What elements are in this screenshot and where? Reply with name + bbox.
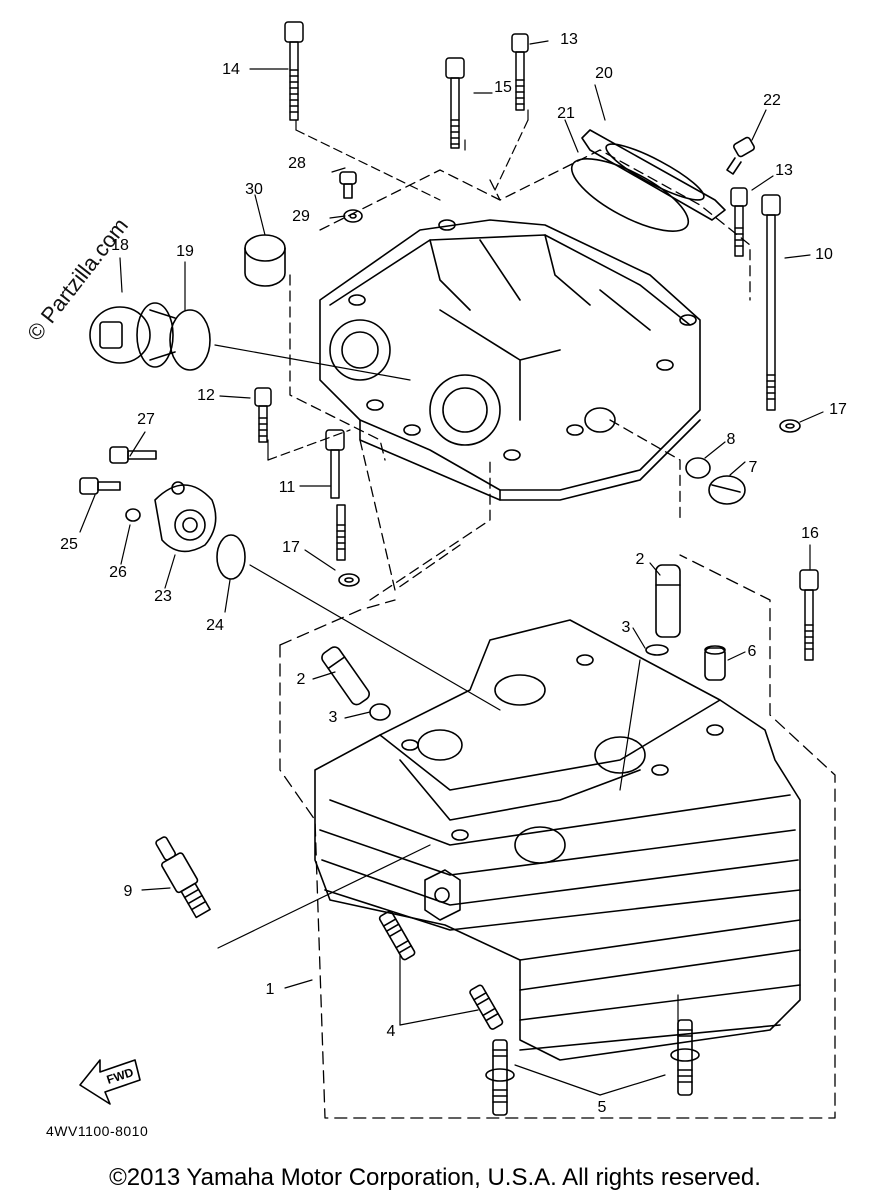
collar-30 (244, 234, 286, 287)
fwd-arrow-icon (79, 1059, 141, 1105)
washer-26 (125, 508, 141, 522)
callout-3-right: 3 (621, 619, 631, 636)
callout-23: 23 (154, 588, 172, 605)
valve-guide-2-left (321, 646, 370, 706)
washer-17-right (779, 419, 801, 433)
callout-12: 12 (197, 387, 215, 404)
callout-21: 21 (557, 105, 575, 122)
bolt-14 (284, 21, 304, 121)
callout-13-right: 13 (775, 162, 793, 179)
callout-11: 11 (278, 479, 296, 496)
callout-14: 14 (222, 61, 240, 78)
callout-8: 8 (726, 431, 736, 448)
gasket-21 (570, 158, 690, 232)
circlip-3-left (369, 703, 391, 721)
bolt-25 (79, 477, 121, 495)
callout-17-left: 17 (282, 539, 300, 556)
callout-29: 29 (292, 208, 310, 225)
stud-5-right (670, 1019, 700, 1096)
leader-lines (79, 40, 824, 1096)
callout-3-left: 3 (328, 709, 338, 726)
bolt-22 (726, 136, 755, 175)
callout-28: 28 (288, 155, 306, 172)
o-ring-8 (685, 457, 711, 479)
callout-17-right: 17 (829, 401, 847, 418)
callout-25: 25 (60, 536, 78, 553)
assembly-outline-cylinder-head (279, 554, 836, 1119)
plug-7 (708, 475, 746, 505)
callout-19: 19 (176, 243, 194, 260)
plug-18 (89, 302, 176, 368)
callout-18: 18 (111, 237, 129, 254)
callout-20: 20 (595, 65, 613, 82)
valve-guide-2-right (655, 564, 681, 638)
bolt-10 (761, 194, 781, 411)
bolt-16 (799, 569, 819, 661)
callout-24: 24 (206, 617, 224, 634)
bolt-12 (254, 387, 272, 443)
bolt-28 (339, 171, 357, 199)
bolt-27 (109, 446, 157, 464)
callout-30: 30 (245, 181, 263, 198)
cylinder-head (314, 619, 801, 1061)
spark-plug-9 (155, 836, 211, 919)
callout-15: 15 (494, 79, 512, 96)
callout-7: 7 (748, 459, 758, 476)
callout-4: 4 (386, 1023, 396, 1040)
bolt-13-top (511, 33, 529, 111)
circlip-3-right (645, 644, 669, 656)
cover-20 (581, 129, 726, 221)
bolt-11 (325, 429, 346, 561)
callout-22: 22 (763, 92, 781, 109)
stud-5-left (485, 1039, 515, 1116)
callout-2-right: 2 (635, 551, 645, 568)
callout-5: 5 (597, 1099, 607, 1116)
callout-26: 26 (109, 564, 127, 581)
part-code: 4WV1100-8010 (46, 1123, 149, 1139)
callout-2-left: 2 (296, 671, 306, 688)
tensioner-23 (154, 481, 217, 553)
callout-6: 6 (747, 643, 757, 660)
callout-1: 1 (265, 981, 275, 998)
head-cover (319, 219, 701, 501)
copyright-notice: ©2013 Yamaha Motor Corporation, U.S.A. A… (109, 1164, 761, 1191)
bolt-15 (445, 57, 465, 149)
callout-27: 27 (137, 411, 155, 428)
washer-29 (343, 209, 363, 223)
o-ring-19 (169, 309, 211, 371)
callout-10: 10 (815, 246, 833, 263)
stud-4-lower (469, 984, 504, 1030)
o-ring-24 (216, 534, 246, 580)
dowel-6 (704, 645, 726, 681)
bolt-13-right (730, 187, 748, 257)
callout-13-top: 13 (560, 31, 578, 48)
washer-17-left (338, 573, 360, 587)
stud-4-upper (378, 910, 416, 961)
callout-9: 9 (123, 883, 133, 900)
callout-16: 16 (801, 525, 819, 542)
